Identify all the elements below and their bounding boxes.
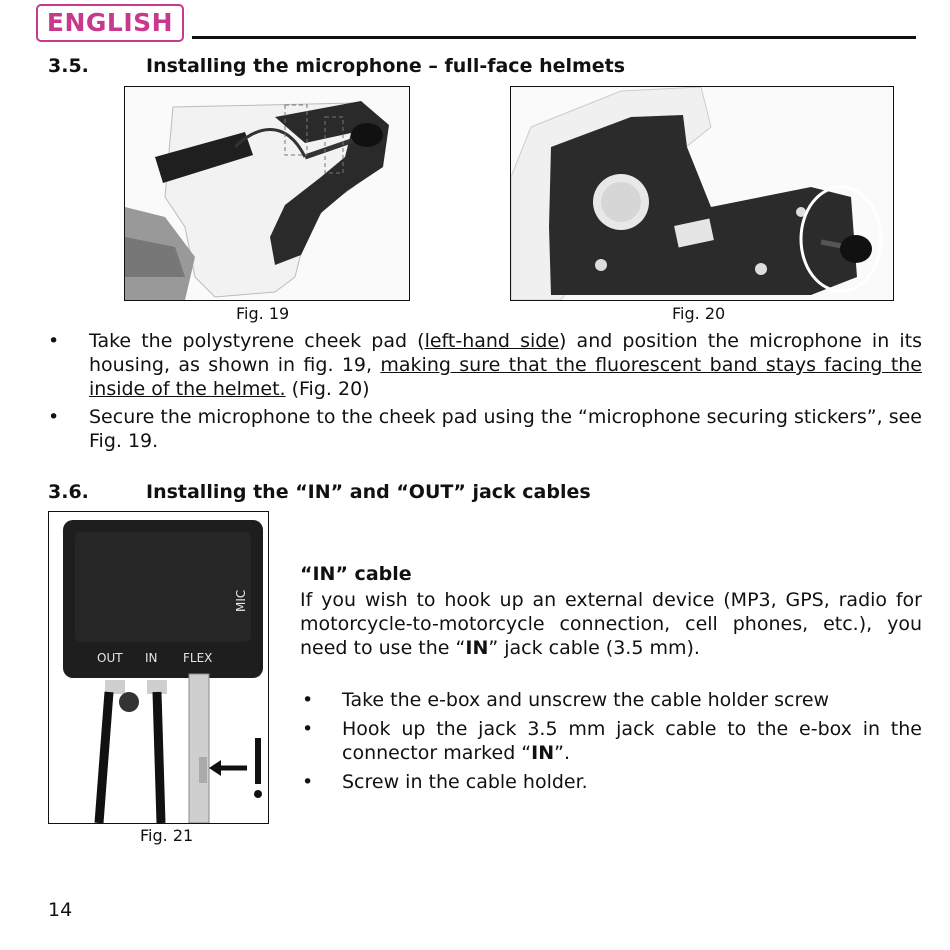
figure-20-caption: Fig. 20 — [672, 304, 726, 323]
step-hook-up: Hook up the jack 3.5 mm jack cable to th… — [342, 717, 922, 765]
bullet-text: (Fig. 20) — [285, 378, 370, 400]
flex-label: FLEX — [183, 651, 212, 665]
bullet-item-stickers: Secure the microphone to the cheek pad u… — [89, 406, 922, 452]
bold-text: IN — [465, 637, 489, 659]
section-title: Installing the microphone – full-face he… — [146, 55, 626, 77]
bullet-marker: • — [302, 718, 314, 740]
step-text: Hook up the jack 3.5 mm jack cable to th… — [342, 718, 922, 764]
paragraph-text: If you wish to hook up an external devic… — [300, 589, 922, 659]
figure-19-caption: Fig. 19 — [236, 304, 290, 323]
section-number: 3.5. — [48, 55, 89, 77]
underlined-text: left-hand side — [424, 330, 560, 352]
step-screw-in: Screw in the cable holder. — [342, 771, 588, 793]
bold-text: IN — [531, 742, 555, 764]
in-label: IN — [145, 651, 158, 665]
paragraph-text: ” jack cable (3.5 mm). — [488, 637, 700, 659]
out-label: OUT — [97, 651, 123, 665]
figure-21-image: MIC OUT IN FLEX — [48, 511, 269, 824]
page-number: 14 — [48, 899, 73, 921]
underlined-text: making sure that the fluorescent band st… — [89, 354, 922, 400]
section-number: 3.6. — [48, 481, 89, 503]
header-rule — [192, 36, 916, 39]
step-unscrew: Take the e-box and unscrew the cable hol… — [342, 689, 830, 711]
in-cable-paragraph: If you wish to hook up an external devic… — [300, 588, 922, 660]
bullet-marker: • — [302, 771, 314, 793]
language-badge: ENGLISH — [36, 4, 184, 42]
figure-21-caption: Fig. 21 — [140, 826, 194, 845]
bullet-text: ) and position the microphone in its hou… — [89, 330, 922, 376]
bullet-text: Take the polystyrene cheek pad ( — [89, 330, 425, 352]
section-title: Installing the “IN” and “OUT” jack cable… — [146, 481, 591, 503]
bullet-marker: • — [48, 406, 60, 428]
in-cable-heading: “IN” cable — [300, 563, 412, 585]
bullet-marker: • — [302, 689, 314, 711]
mic-label: MIC — [234, 590, 248, 612]
bullet-item-cheek-pad: Take the polystyrene cheek pad (left-han… — [89, 329, 922, 401]
bullet-marker: • — [48, 330, 60, 352]
step-text: ”. — [554, 742, 571, 764]
figure-20-image — [510, 86, 894, 301]
figure-19-image — [124, 86, 410, 301]
